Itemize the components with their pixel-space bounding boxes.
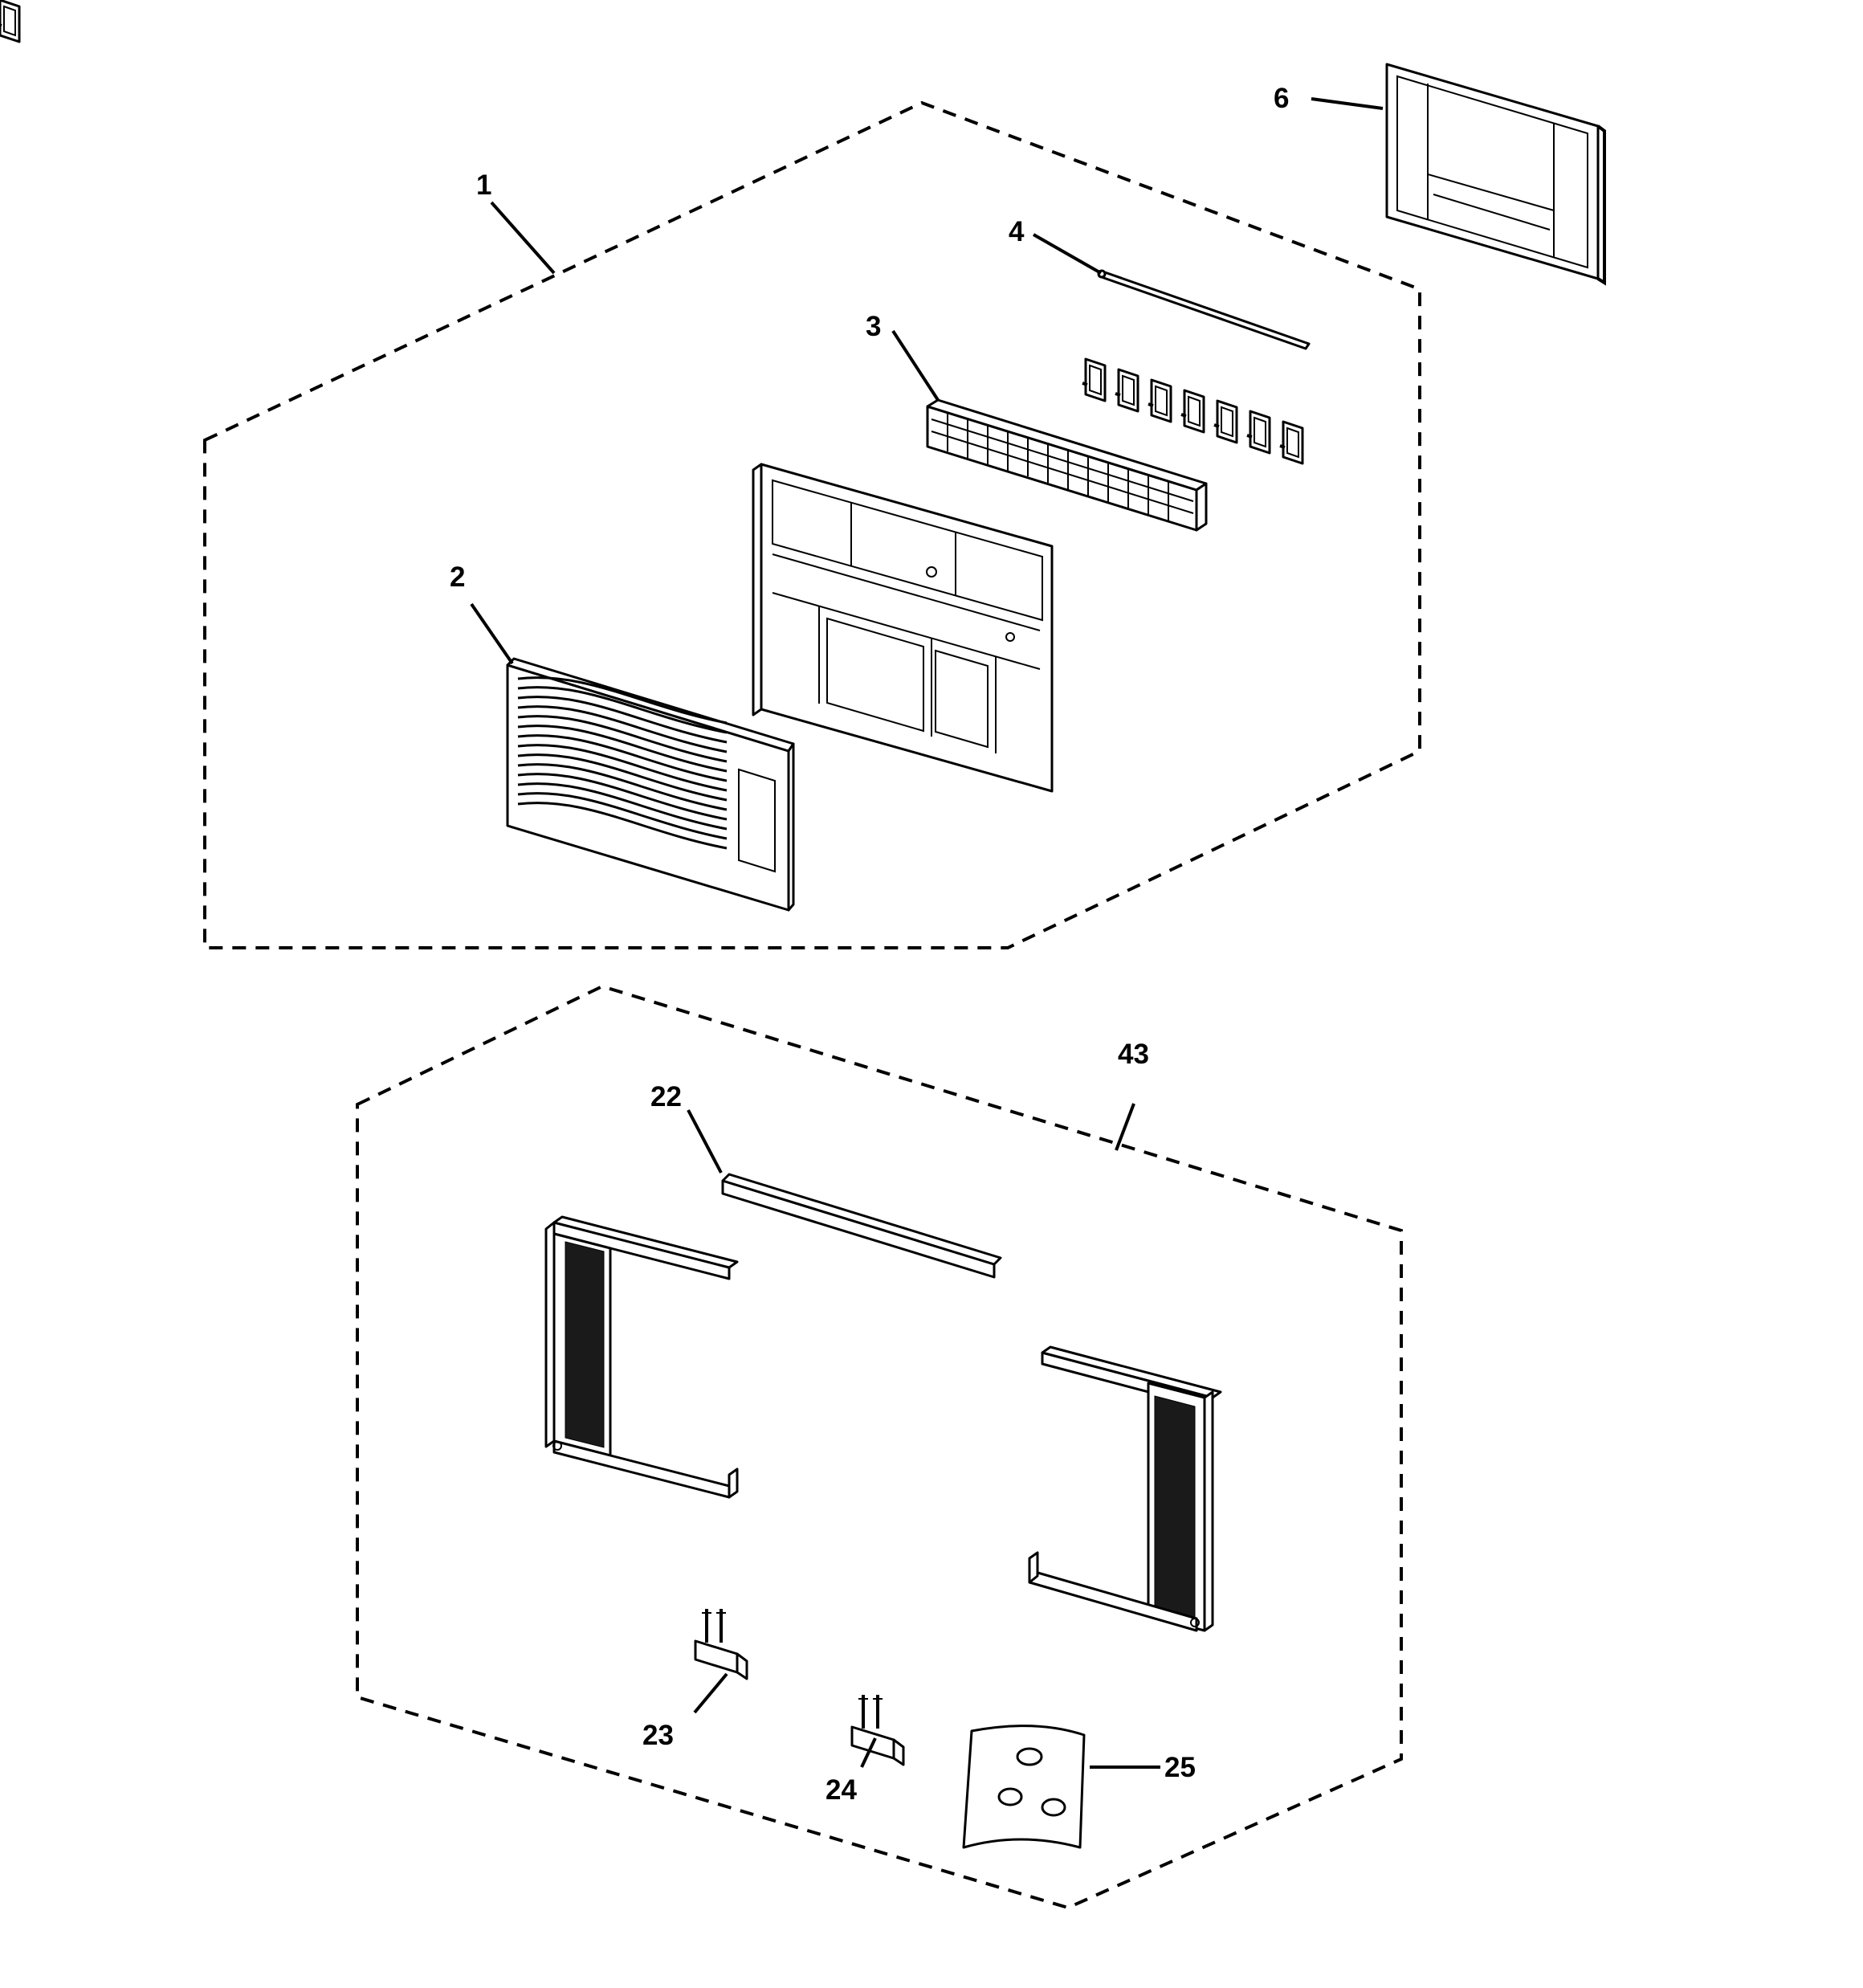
callout-23: 23 [642, 1720, 674, 1751]
part-4-rod [1097, 269, 1311, 350]
callout-1: 1 [476, 169, 491, 201]
callout-22: 22 [650, 1081, 682, 1112]
part-2-grille [506, 657, 795, 912]
part-25-screw-bag [962, 1725, 1086, 1849]
left-side-curtain [544, 1215, 739, 1499]
part-6-frame [1385, 63, 1606, 286]
right-side-curtain [1028, 1345, 1222, 1632]
callout-25: 25 [1164, 1752, 1196, 1783]
part-3-louver-bar [926, 398, 1208, 532]
callout-43: 43 [1118, 1039, 1149, 1070]
leader-lines [470, 97, 1384, 1769]
callout-24: 24 [826, 1774, 857, 1806]
part-23-bracket [694, 1609, 748, 1680]
part-24-bracket [850, 1695, 905, 1766]
front-panel [752, 463, 1054, 793]
callout-3: 3 [866, 311, 881, 342]
callout-6: 6 [1274, 83, 1289, 114]
louver-clips [0, 0, 1304, 465]
callout-2: 2 [450, 561, 465, 593]
callout-4: 4 [1009, 216, 1025, 247]
part-22-top-rail [721, 1173, 1002, 1279]
assembly-1-boundary [203, 100, 1421, 949]
assembly-43-boundary [356, 984, 1403, 1910]
